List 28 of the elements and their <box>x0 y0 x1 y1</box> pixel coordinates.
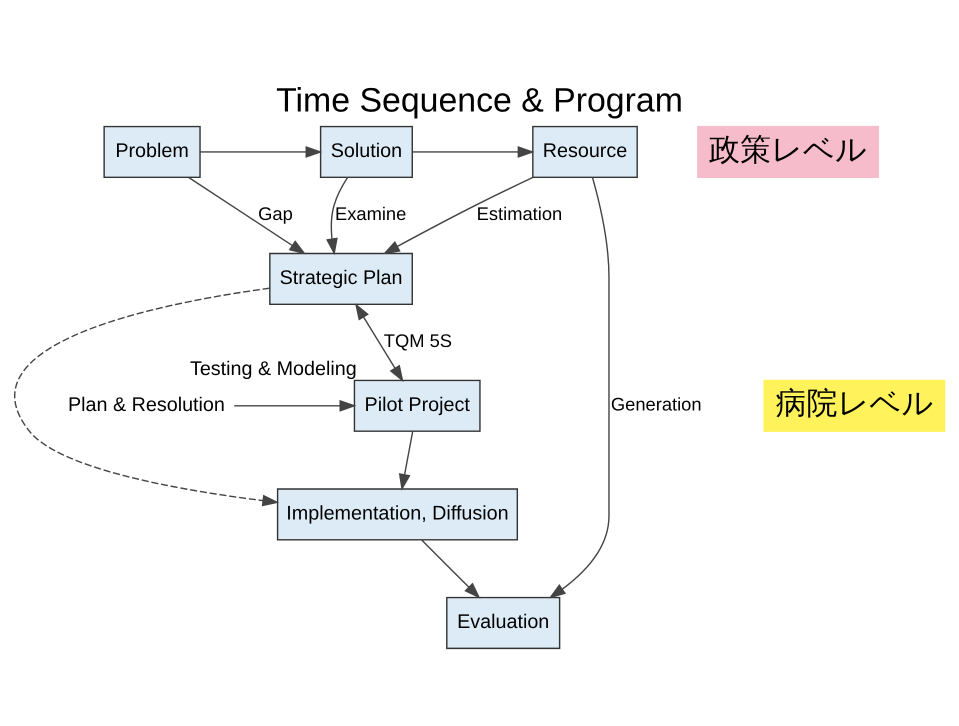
arrow <box>382 176 533 254</box>
node-label: Testing & Modeling <box>190 358 357 380</box>
arrow <box>326 176 348 255</box>
node-box: Solution <box>320 125 413 178</box>
arrow <box>354 302 404 382</box>
node-box: Problem <box>103 125 201 178</box>
edge-label: TQM 5S <box>384 330 452 351</box>
arrow <box>398 430 414 490</box>
arrow <box>412 146 535 158</box>
arrow <box>234 399 356 412</box>
node-box: Evaluation <box>446 596 560 649</box>
diagram-title: Time Sequence & Program <box>276 80 683 119</box>
arrow <box>200 146 322 158</box>
edge-label: Gap <box>258 202 293 224</box>
node-box: Strategic Plan <box>269 252 413 304</box>
arrow <box>14 287 280 506</box>
edge-label: Generation <box>610 393 702 414</box>
node-box: 政策レベル <box>697 125 880 178</box>
edge-label: Estimation <box>476 202 562 224</box>
arrow <box>188 176 306 254</box>
node-box: 病院レベル <box>763 379 946 432</box>
node-box: Pilot Project <box>354 379 481 432</box>
arrow <box>420 538 480 598</box>
node-text: Plan & Resolution <box>68 394 225 416</box>
node-box: Resource <box>532 125 638 178</box>
edge-label: Examine <box>335 202 406 224</box>
node-box: Implementation, Diffusion <box>276 488 518 540</box>
arrow <box>548 176 610 598</box>
